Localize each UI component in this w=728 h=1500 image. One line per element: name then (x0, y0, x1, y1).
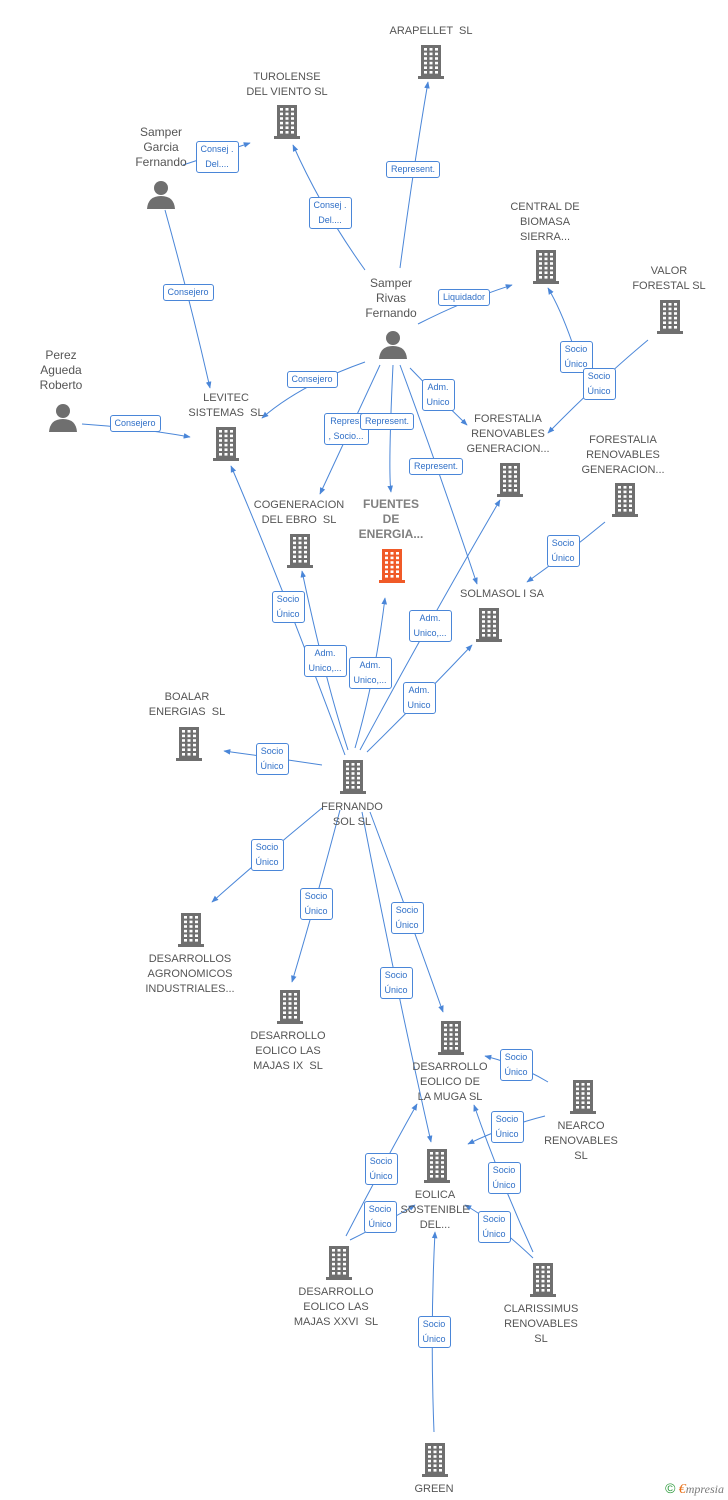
edge-label[interactable]: Socio Único (490, 1111, 524, 1143)
edge-label[interactable]: Adm. Unico,... (303, 645, 347, 677)
edge-label[interactable]: Socio Único (546, 535, 580, 567)
edge-label[interactable]: Consejero (286, 370, 338, 388)
edge-label[interactable]: Consej . Del.... (195, 141, 239, 173)
edge-label[interactable]: Socio Único (477, 1211, 511, 1243)
node-label-samper-rivas[interactable]: Samper Rivas Fernando (365, 276, 417, 320)
edge-label[interactable]: Liquidador (438, 288, 491, 306)
building-icon[interactable] (424, 1149, 450, 1183)
node-label-forestalia2[interactable]: FORESTALIA RENOVABLES GENERACION... (581, 434, 665, 476)
person-icon[interactable] (147, 181, 175, 209)
building-icon[interactable] (213, 427, 239, 461)
edge-label[interactable]: Consej . Del.... (308, 197, 352, 229)
building-icon[interactable] (422, 1443, 448, 1477)
building-icon[interactable] (418, 45, 444, 79)
node-label-nearco[interactable]: NEARCO RENOVABLES SL (544, 1120, 618, 1162)
edge-forestalia2-to-central_biomasa (547, 287, 573, 343)
building-icon[interactable] (657, 300, 683, 334)
node-label-muga[interactable]: DESARROLLO EOLICO DE LA MUGA SL (412, 1061, 488, 1103)
building-icon[interactable] (178, 913, 204, 947)
edge-label[interactable]: Consejero (162, 283, 214, 301)
building-icon[interactable] (340, 760, 366, 794)
edge-label[interactable]: Represent. (386, 160, 441, 178)
building-icon[interactable] (530, 1263, 556, 1297)
node-label-desarrollos-agro[interactable]: DESARROLLOS AGRONOMICOS INDUSTRIALES... (145, 953, 235, 995)
brand-footer: © €mpresia (665, 1480, 724, 1498)
node-label-fuentes[interactable]: FUENTES DE ENERGIA... (358, 497, 424, 541)
node-label-solmasol[interactable]: SOLMASOL I SA (460, 588, 544, 600)
edge-label[interactable]: Socio Único (499, 1049, 533, 1081)
edge-samper_rivas-to-fuentes (387, 364, 394, 493)
node-label-green[interactable]: GREEN (414, 1483, 454, 1495)
building-icon[interactable] (476, 608, 502, 642)
edge-label[interactable]: Socio Único (299, 888, 333, 920)
building-icon[interactable] (274, 105, 300, 139)
edge-label[interactable]: Socio Único (363, 1201, 397, 1233)
edge-label[interactable]: Socio Único (417, 1316, 451, 1348)
building-icon[interactable] (570, 1080, 596, 1114)
edge-label[interactable]: Adm. Unico (421, 379, 455, 411)
edge-label[interactable]: Adm. Unico,... (348, 657, 392, 689)
building-icon[interactable] (533, 250, 559, 284)
node-label-fernando-sol[interactable]: FERNANDO SOL SL (321, 801, 383, 828)
node-label-arapellet[interactable]: ARAPELLET SL (389, 25, 473, 37)
building-icon[interactable] (497, 463, 523, 497)
edge-label[interactable]: Socio Único (582, 368, 616, 400)
edge-label[interactable]: Consejero (109, 414, 161, 432)
node-label-perez-agueda[interactable]: Perez Agueda Roberto (39, 348, 83, 392)
edge-label[interactable]: Socio Único (364, 1153, 398, 1185)
edge-label[interactable]: Represent. (360, 412, 415, 430)
person-icon[interactable] (49, 404, 77, 432)
edge-label[interactable]: Socio Único (271, 591, 305, 623)
node-label-majas-xxvi[interactable]: DESARROLLO EOLICO LAS MAJAS XXVI SL (293, 1286, 379, 1328)
node-label-levitec[interactable]: LEVITEC SISTEMAS SL (188, 392, 264, 419)
brand-logo-initial: € (678, 1482, 686, 1497)
building-icon[interactable] (277, 990, 303, 1024)
building-icon[interactable] (287, 534, 313, 568)
building-icon[interactable] (326, 1246, 352, 1280)
node-label-samper-garcia[interactable]: Samper Garcia Fernando (135, 125, 187, 169)
node-label-clarissimus[interactable]: CLARISSIMUS RENOVABLES SL (503, 1303, 579, 1345)
edge-samper_rivas-to-levitec (261, 361, 366, 419)
edge-label[interactable]: Socio Único (559, 341, 593, 373)
edge-label[interactable]: Socio Único (250, 839, 284, 871)
node-label-valor-forestal[interactable]: VALOR FORESTAL SL (632, 265, 706, 292)
focus-building-icon[interactable] (379, 549, 405, 583)
node-label-cogeneracion[interactable]: COGENERACION DEL EBRO SL (253, 499, 345, 526)
node-label-boalar[interactable]: BOALAR ENERGIAS SL (148, 691, 226, 718)
person-icon[interactable] (379, 331, 407, 359)
copyright-symbol: © (665, 1480, 676, 1496)
edge-label[interactable]: Socio Único (379, 967, 413, 999)
edge-label[interactable]: Represent. (409, 457, 464, 475)
building-icon[interactable] (176, 727, 202, 761)
node-label-majas-ix[interactable]: DESARROLLO EOLICO LAS MAJAS IX SL (250, 1030, 326, 1072)
node-label-turolense[interactable]: TUROLENSE DEL VIENTO SL (246, 71, 328, 98)
brand-logo-text: mpresia (685, 1482, 724, 1496)
edge-label[interactable]: Adm. Unico (402, 682, 436, 714)
building-icon[interactable] (438, 1021, 464, 1055)
edge-label[interactable]: Socio Único (390, 902, 424, 934)
node-label-central-biomasa[interactable]: CENTRAL DE BIOMASA SIERRA... (510, 201, 580, 243)
building-icon[interactable] (612, 483, 638, 517)
edge-label[interactable]: Socio Único (255, 743, 289, 775)
edge-label[interactable]: Adm. Unico,... (408, 610, 452, 642)
edge-label[interactable]: Socio Único (487, 1162, 521, 1194)
node-label-forestalia1[interactable]: FORESTALIA RENOVABLES GENERACION... (466, 413, 550, 455)
node-label-eolica-sostenible[interactable]: EOLICA SOSTENIBLE DEL... (400, 1189, 470, 1231)
